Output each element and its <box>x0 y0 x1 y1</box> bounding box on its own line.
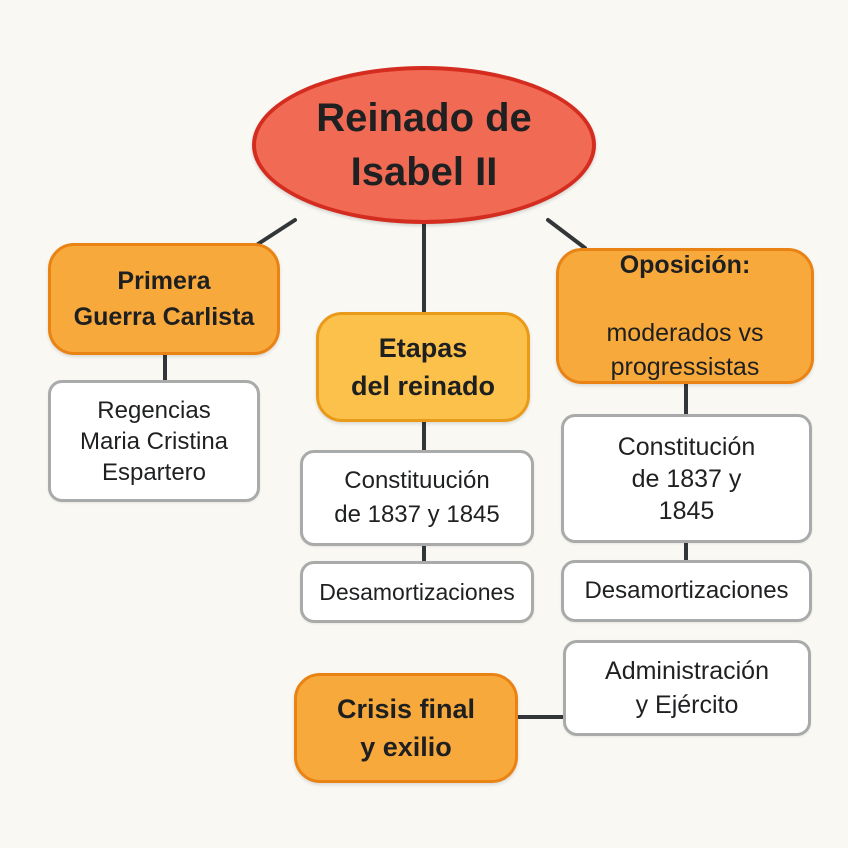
leaf-constitucion-oposicion: Constitución de 1837 y 1845 <box>561 414 812 543</box>
oposicion-subtitle: moderados vs progressistas <box>606 319 764 381</box>
leaf-desamortizaciones-etapas: Desamortizaciones <box>300 561 534 623</box>
leaf-administracion-ejercito: Administración y Ejército <box>563 640 811 736</box>
edge-root-oposicion <box>546 218 587 250</box>
leaf-desamortizaciones-oposicion: Desamortizaciones <box>561 560 812 622</box>
leaf-constitucion-etapas: Constituución de 1837 y 1845 <box>300 450 534 546</box>
topic-etapas-del-reinado: Etapas del reinado <box>316 312 530 422</box>
leaf-regencias: Regencias Maria Cristina Espartero <box>48 380 260 502</box>
topic-oposicion: Oposición: moderados vs progressistas <box>556 248 814 384</box>
topic-primera-guerra-carlista: Primera Guerra Carlista <box>48 243 280 355</box>
oposicion-title: Oposición: <box>619 251 751 279</box>
topic-crisis-final-exilio: Crisis final y exilio <box>294 673 518 783</box>
edge-root-primera <box>256 218 297 246</box>
root-node-reinado-isabel-ii: Reinado de Isabel II <box>252 66 596 224</box>
